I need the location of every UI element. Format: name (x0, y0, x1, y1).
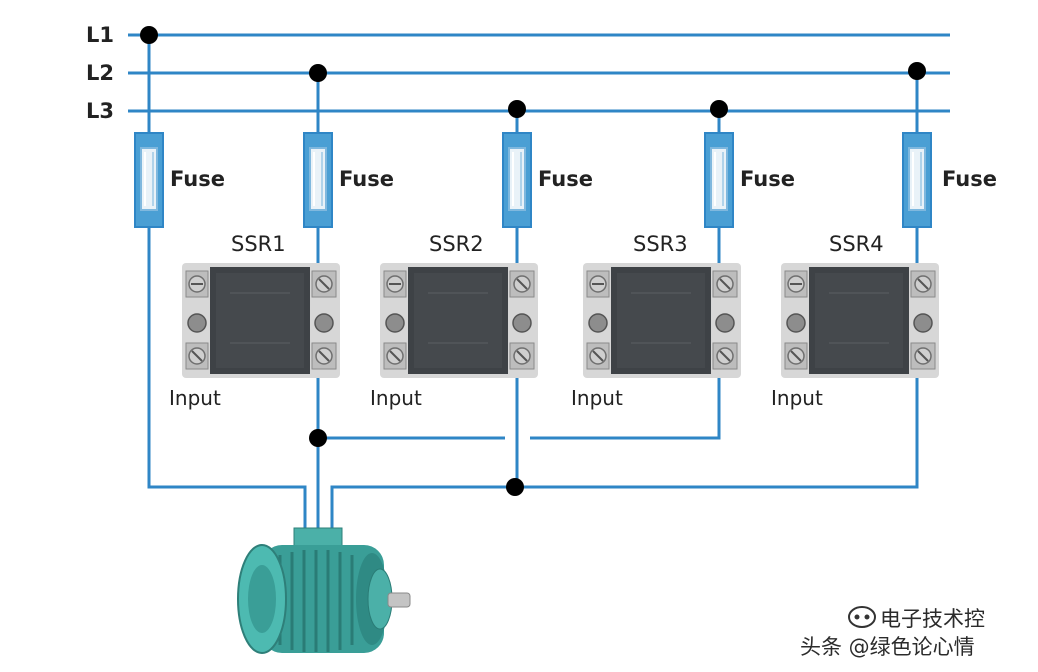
fuse-5: Fuse (902, 132, 997, 228)
junction-dot (309, 429, 327, 447)
junction-dot (506, 478, 524, 496)
ssr-label: SSR4 (829, 232, 884, 256)
input-label: Input (771, 386, 823, 410)
input-label: Input (571, 386, 623, 410)
junction-dot (309, 64, 327, 82)
junction-dot (140, 26, 158, 44)
junction-dot (508, 100, 526, 118)
label-l1: L1 (86, 23, 114, 47)
fuse-label: Fuse (538, 167, 593, 191)
bus-lines (128, 33, 950, 113)
fuse-1: Fuse (134, 132, 225, 228)
label-l3: L3 (86, 99, 114, 123)
fuse-label: Fuse (942, 167, 997, 191)
ssr-label: SSR1 (231, 232, 286, 256)
label-l2: L2 (86, 61, 114, 85)
ssr-label: SSR3 (633, 232, 688, 256)
input-label: Input (370, 386, 422, 410)
ssr-label: SSR2 (429, 232, 484, 256)
ssr-4: SSR4 Input (771, 232, 939, 410)
watermark-channel: 电子技术控 (880, 607, 985, 631)
chat-icon (848, 606, 876, 628)
fuse-2: Fuse (303, 132, 394, 228)
junction-dot (908, 62, 926, 80)
load-wires (147, 228, 919, 530)
watermark-credit: 头条 @绿色论心情 (800, 635, 975, 659)
fuse-label: Fuse (170, 167, 225, 191)
drop-wires (147, 35, 919, 132)
junction-dot (710, 100, 728, 118)
junction-dots (140, 26, 926, 496)
fuse-3: Fuse (502, 132, 593, 228)
input-label: Input (169, 386, 221, 410)
fuse-label: Fuse (740, 167, 795, 191)
ssr-2: SSR2 Input (370, 232, 538, 410)
ssr-3: SSR3 Input (571, 232, 741, 410)
fuse-label: Fuse (339, 167, 394, 191)
fuse-4: Fuse (704, 132, 795, 228)
watermark: 电子技术控 头条 @绿色论心情 (800, 606, 985, 659)
motor-icon (237, 487, 411, 654)
ssr-1: SSR1 Input (169, 232, 340, 410)
